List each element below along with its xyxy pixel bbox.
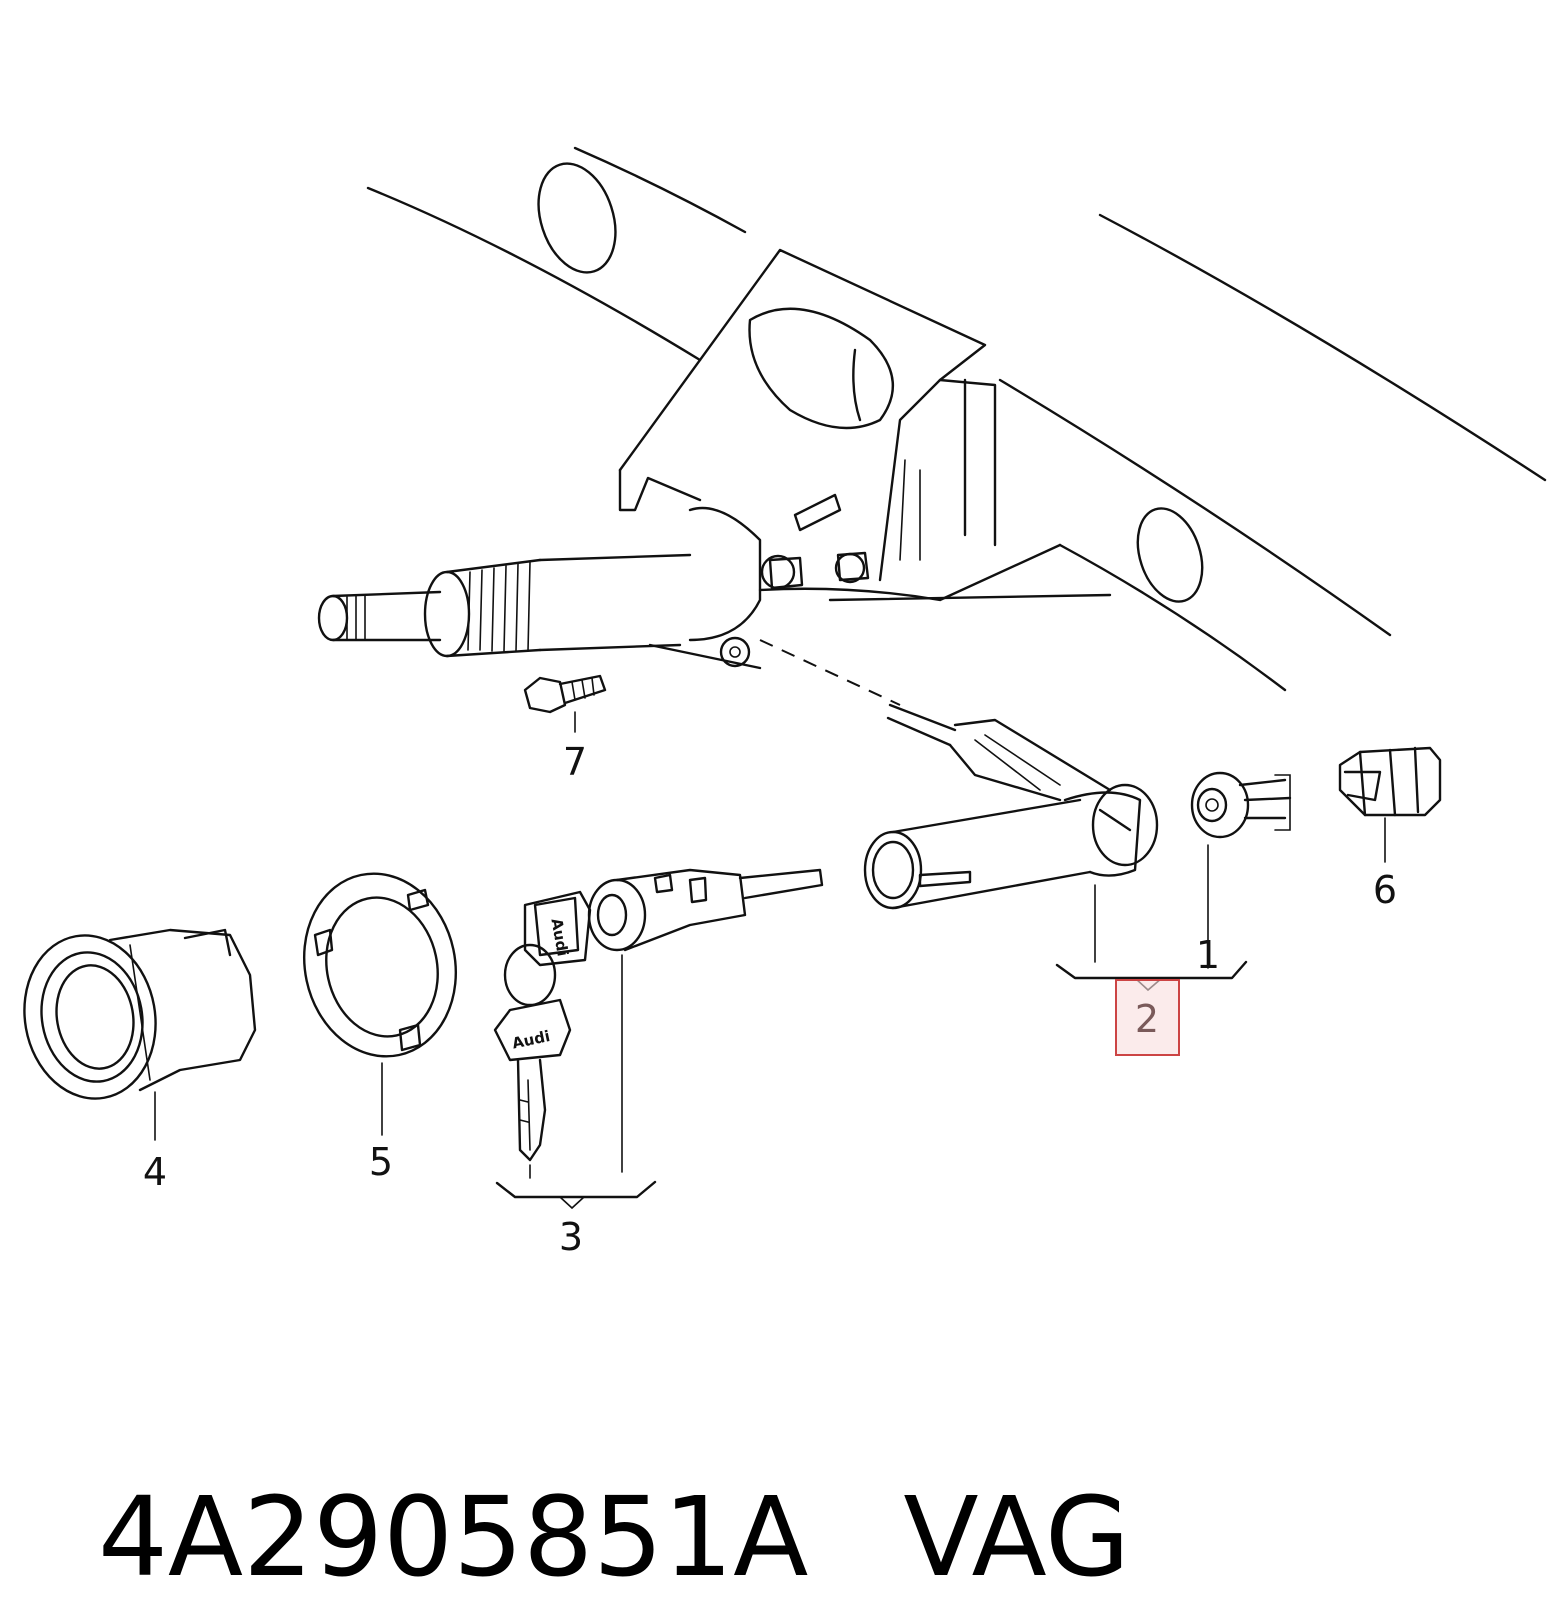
callout-6[interactable]: 6 [1373,868,1397,912]
shear-bolt [523,674,607,714]
highlight-box [1115,979,1180,1056]
assembly-axis-line [759,639,901,706]
connector-housing [1338,746,1442,817]
callout-5[interactable]: 5 [369,1140,393,1184]
part-number: 4A2905851A [97,1473,809,1601]
dashboard-crossmember [366,146,1547,692]
key-logo-bottom: Audi [511,1027,552,1053]
steering-column-bracket [618,248,1112,602]
lock-housing [863,703,1159,910]
steering-column-shaft [317,506,762,670]
callout-4[interactable]: 4 [143,1150,167,1194]
lock-cylinder-with-keys: Audi Audi [493,868,824,1162]
callout-1[interactable]: 1 [1196,933,1220,977]
callout-7[interactable]: 7 [563,740,587,784]
ignition-switch [1190,771,1292,839]
leader-lines [154,711,1386,1210]
brand-name: VAG [903,1473,1131,1601]
callout-2[interactable]: 2 [1135,997,1159,1041]
trim-ring [23,928,257,1100]
callout-3[interactable]: 3 [559,1215,583,1259]
retaining-ring [302,872,458,1058]
key-logo-top: Audi [547,917,571,958]
